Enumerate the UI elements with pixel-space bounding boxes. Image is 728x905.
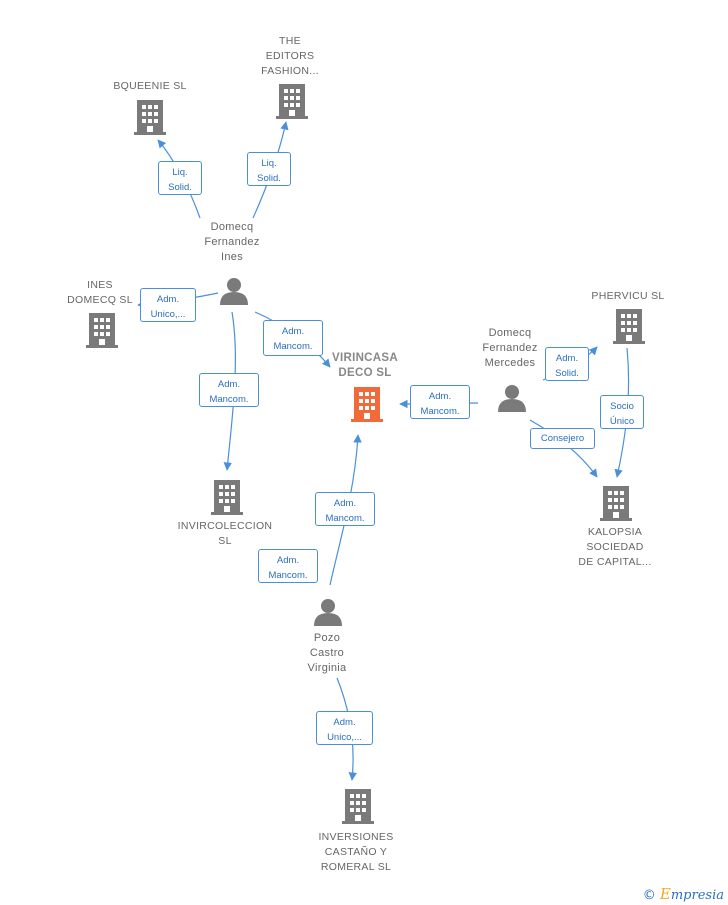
person-icon xyxy=(220,278,248,305)
building-icon xyxy=(211,480,243,515)
node-label-pozo-castro-virginia[interactable]: Pozo Castro Virginia xyxy=(307,632,347,674)
node-label-ines-domecq[interactable]: INES DOMECQ SL xyxy=(67,279,133,306)
person-icon xyxy=(314,599,342,626)
node-label-phervicu[interactable]: PHERVICU SL xyxy=(591,290,665,302)
building-icon xyxy=(342,789,374,824)
edge-role-label: Liq. Solid. xyxy=(247,152,291,186)
edge-role-label: Adm. Mancom. xyxy=(263,320,323,356)
node-label-bqueenie[interactable]: BQUEENIE SL xyxy=(113,80,187,92)
brand-initial: E xyxy=(659,885,671,903)
edge-role-label: Adm. Unico,... xyxy=(140,288,196,322)
edge-role-label: Adm. Mancom. xyxy=(199,373,259,407)
node-label-virincasa-deco[interactable]: VIRINCASA DECO SL xyxy=(332,352,398,379)
edge-role-label: Adm. Mancom. xyxy=(315,492,375,526)
node-label-kalopsia[interactable]: KALOPSIA SOCIEDAD DE CAPITAL... xyxy=(578,526,652,568)
edge-role-label: Socio Único xyxy=(600,395,644,429)
edge-role-label: Liq. Solid. xyxy=(158,161,202,195)
building-icon xyxy=(134,100,166,135)
building-icon xyxy=(600,486,632,521)
building-icon xyxy=(276,84,308,119)
brand-name: mpresia xyxy=(670,888,724,903)
building-icon xyxy=(613,309,645,344)
copyright-symbol: © xyxy=(642,888,656,903)
edge-role-label: Adm. Unico,... xyxy=(316,711,373,745)
edge-role-label: Adm. Solid. xyxy=(545,347,589,381)
node-label-invircoleccion[interactable]: INVIRCOLECCION SL xyxy=(177,520,273,547)
node-label-the-editors-fashion[interactable]: THE EDITORS FASHION... xyxy=(261,35,319,77)
node-label-inversiones-castano[interactable]: INVERSIONES CASTAÑO Y ROMERAL SL xyxy=(318,831,394,873)
node-label-domecq-fernandez-mercedes[interactable]: Domecq Fernandez Mercedes xyxy=(482,327,538,369)
edge-role-label: Adm. Mancom. xyxy=(410,385,470,419)
node-label-domecq-fernandez-ines[interactable]: Domecq Fernandez Ines xyxy=(204,221,260,263)
edge-role-label: Consejero xyxy=(530,428,595,449)
person-icon xyxy=(498,385,526,412)
building-icon xyxy=(86,313,118,348)
edge-mercedes-kalopsia xyxy=(529,419,598,478)
building-icon xyxy=(351,387,383,422)
brand-logo: © Empresia xyxy=(643,885,724,903)
edge-role-label: Adm. Mancom. xyxy=(258,549,318,583)
